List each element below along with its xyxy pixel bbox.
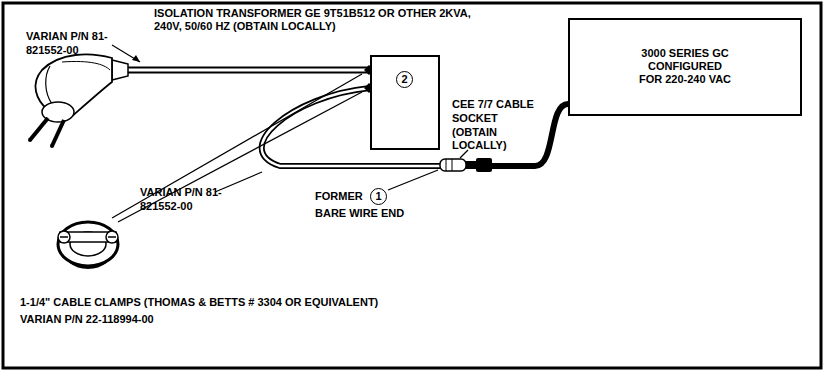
part-label: VARIAN P/N 81-821552-00 <box>140 186 226 214</box>
cee-socket <box>440 158 492 172</box>
part-label: 1-1/4" CABLE CLAMPS (THOMAS & BETTS # 33… <box>20 296 540 310</box>
leader-line <box>388 170 438 190</box>
part-label: FORMER <box>315 190 369 204</box>
cable <box>128 67 368 74</box>
part-label: CEE 7/7 CABLE SOCKET (OBTAIN LOCALLY) <box>452 98 544 153</box>
cable-core <box>128 69 366 72</box>
leader-line <box>112 45 140 62</box>
cable-clamp <box>58 222 118 268</box>
transformer-box: ISOLATION TRANSFORMER GE 9T51B512 OR OTH… <box>370 55 440 150</box>
part-label: BARE WIRE END <box>315 207 415 221</box>
leader-line <box>118 92 362 222</box>
instrument-box: 3000 SERIES GC CONFIGURED FOR 220-240 VA… <box>568 18 802 116</box>
frame <box>3 3 821 368</box>
callout-number: 2 <box>396 71 413 88</box>
leader-line <box>215 172 262 192</box>
node-heading: ISOLATION TRANSFORMER GE 9T51B512 OR OTH… <box>154 7 499 33</box>
part-label: VARIAN P/N 81-821552-00 <box>26 30 112 58</box>
box-label: 3000 SERIES GC CONFIGURED FOR 220-240 VA… <box>635 47 735 87</box>
callout-number: 1 <box>370 188 387 205</box>
arrowhead <box>132 55 140 62</box>
schuko-plug <box>28 54 128 148</box>
part-label: VARIAN P/N 22-118994-00 <box>20 313 320 327</box>
